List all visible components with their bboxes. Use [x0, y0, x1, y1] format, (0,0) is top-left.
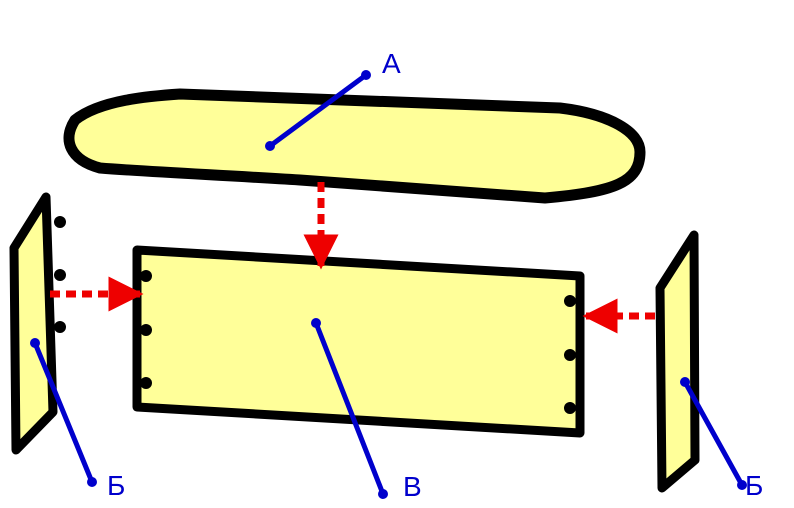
pointer-front-panel [313, 320, 386, 497]
pointer-right-side [682, 379, 745, 488]
left-side-panel [9, 192, 58, 455]
hole [140, 270, 152, 282]
hole [564, 349, 576, 361]
pointer-dot [265, 141, 275, 151]
label-right-side: Б [745, 470, 763, 501]
pointer-dot [87, 477, 97, 487]
front-panel [132, 245, 585, 438]
label-left-side: Б [107, 470, 125, 501]
hole [54, 321, 66, 333]
left-panel-holes [54, 216, 66, 333]
hole [564, 295, 576, 307]
hole [140, 377, 152, 389]
hole [140, 324, 152, 336]
assembly-arrows [50, 182, 655, 334]
pointer-left-side [32, 340, 95, 485]
label-top-panel: А [382, 48, 401, 79]
hole [54, 269, 66, 281]
pointer-dot [361, 70, 371, 80]
front-panel-right-holes [564, 295, 576, 414]
pointer-dot [378, 489, 388, 499]
pointer-dot [680, 377, 690, 387]
top-panel [63, 88, 646, 204]
pointer-lines [30, 70, 747, 499]
right-side-panel [655, 230, 700, 493]
pointer-dot [30, 338, 40, 348]
pointer-dot [737, 480, 747, 490]
hole [54, 216, 66, 228]
pointer-dot [311, 318, 321, 328]
hole [564, 402, 576, 414]
label-front-panel: В [403, 471, 422, 502]
pointer-top-panel [267, 72, 369, 149]
